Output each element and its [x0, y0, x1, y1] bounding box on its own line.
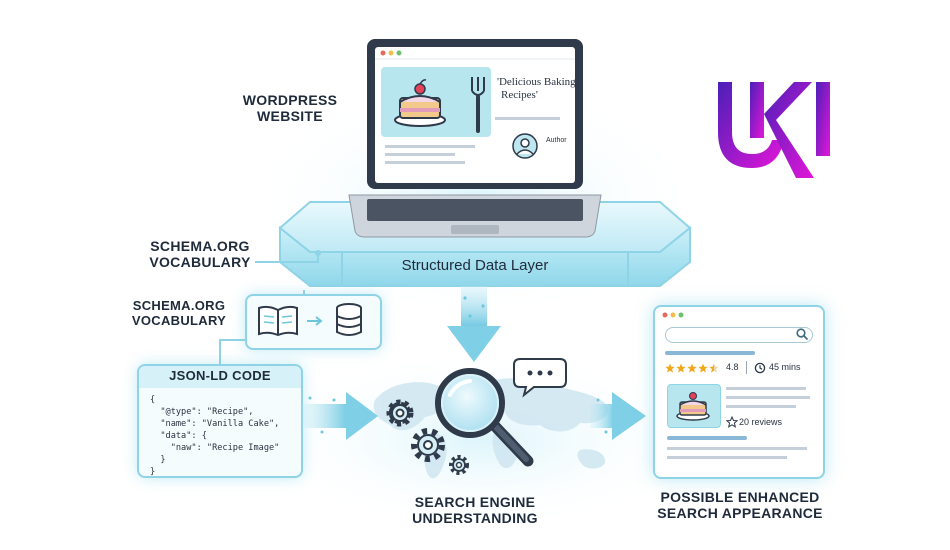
search-icon[interactable]	[795, 327, 809, 341]
review-count: 20 reviews	[739, 417, 783, 427]
wordpress-website-label: WORDPRESS WEBSITE	[230, 92, 350, 124]
rating-value: 4.8	[726, 362, 739, 372]
result-title-bar	[665, 351, 755, 355]
gear-icon	[449, 455, 469, 475]
laptop-page-title: 'Delicious Baking Recipes'	[497, 76, 587, 102]
label-line: SCHEMA.ORG	[150, 238, 250, 254]
chat-bubble-icon	[513, 358, 567, 398]
star-icon	[709, 363, 719, 373]
result-line	[726, 405, 796, 408]
code-line: "data": {	[150, 431, 207, 441]
result-title-bar	[667, 436, 747, 440]
code-line: }	[150, 455, 166, 465]
code-line: {	[150, 395, 156, 405]
laptop-title-line: Recipes'	[501, 89, 538, 101]
right-arrow-icon	[590, 392, 646, 440]
cook-time: 45 mins	[769, 362, 801, 372]
database-icon	[336, 303, 362, 336]
down-arrow-icon	[447, 286, 501, 362]
star-icon	[665, 363, 675, 373]
schema-vocabulary-label-mid: SCHEMA.ORG VOCABULARY	[124, 298, 234, 329]
jsonld-title-bar	[139, 366, 301, 388]
label-line: VOCABULARY	[149, 254, 251, 271]
result-line	[667, 447, 807, 450]
result-line	[726, 396, 810, 399]
structured-data-layer-label: Structured Data Layer	[401, 257, 549, 274]
label-line: SEARCH ENGINE	[414, 494, 536, 510]
fork-icon	[471, 77, 485, 133]
search-engine-understanding-label: SEARCH ENGINE UNDERSTANDING	[395, 494, 555, 526]
arrow-right-icon	[307, 316, 323, 326]
result-line	[667, 456, 787, 459]
laptop-title-line: 'Delicious Baking	[497, 76, 576, 88]
gear-icon	[386, 399, 414, 427]
label-line: SEARCH APPEARANCE	[657, 505, 823, 522]
star-icon	[676, 363, 686, 373]
right-arrow-icon	[302, 392, 378, 440]
label-line: UNDERSTANDING	[412, 510, 538, 527]
search-input[interactable]	[665, 327, 813, 343]
code-line: "naw": "Recipe Image"	[150, 443, 280, 453]
code-line: }	[150, 467, 156, 477]
uki-logo	[718, 82, 830, 178]
enhanced-search-appearance-label: POSSIBLE ENHANCED SEARCH APPEARANCE	[640, 489, 840, 521]
result-thumbnail	[667, 384, 721, 428]
code-line: "name": "Vanilla Cake",	[150, 419, 280, 429]
star-icon	[726, 416, 738, 428]
label-line: POSSIBLE ENHANCED	[660, 489, 820, 505]
cake-icon	[394, 79, 446, 127]
star-icon	[698, 363, 708, 373]
magnifier-icon	[435, 368, 534, 467]
star-icon	[687, 363, 697, 373]
jsonld-code: { "@type": "Recipe", "name": "Vanilla Ca…	[150, 394, 279, 478]
label-line: WORDPRESS	[242, 92, 338, 108]
clock-icon	[754, 362, 766, 374]
rating-stars	[665, 363, 719, 373]
schema-vocabulary-label-top: SCHEMA.ORG VOCABULARY	[140, 238, 260, 270]
label-line: SCHEMA.ORG	[132, 298, 226, 313]
label-line: VOCABULARY	[131, 312, 227, 328]
gear-icon	[411, 428, 445, 462]
result-line	[726, 387, 806, 390]
cake-icon	[676, 392, 710, 421]
code-line: "@type": "Recipe",	[150, 407, 254, 417]
user-icon	[512, 133, 538, 159]
browser-dots	[662, 312, 684, 318]
separator	[746, 361, 747, 374]
book-icon	[258, 305, 298, 337]
jsonld-title: JSON-LD CODE	[169, 368, 271, 383]
label-line: WEBSITE	[257, 108, 323, 125]
author-label: Author	[546, 137, 567, 144]
